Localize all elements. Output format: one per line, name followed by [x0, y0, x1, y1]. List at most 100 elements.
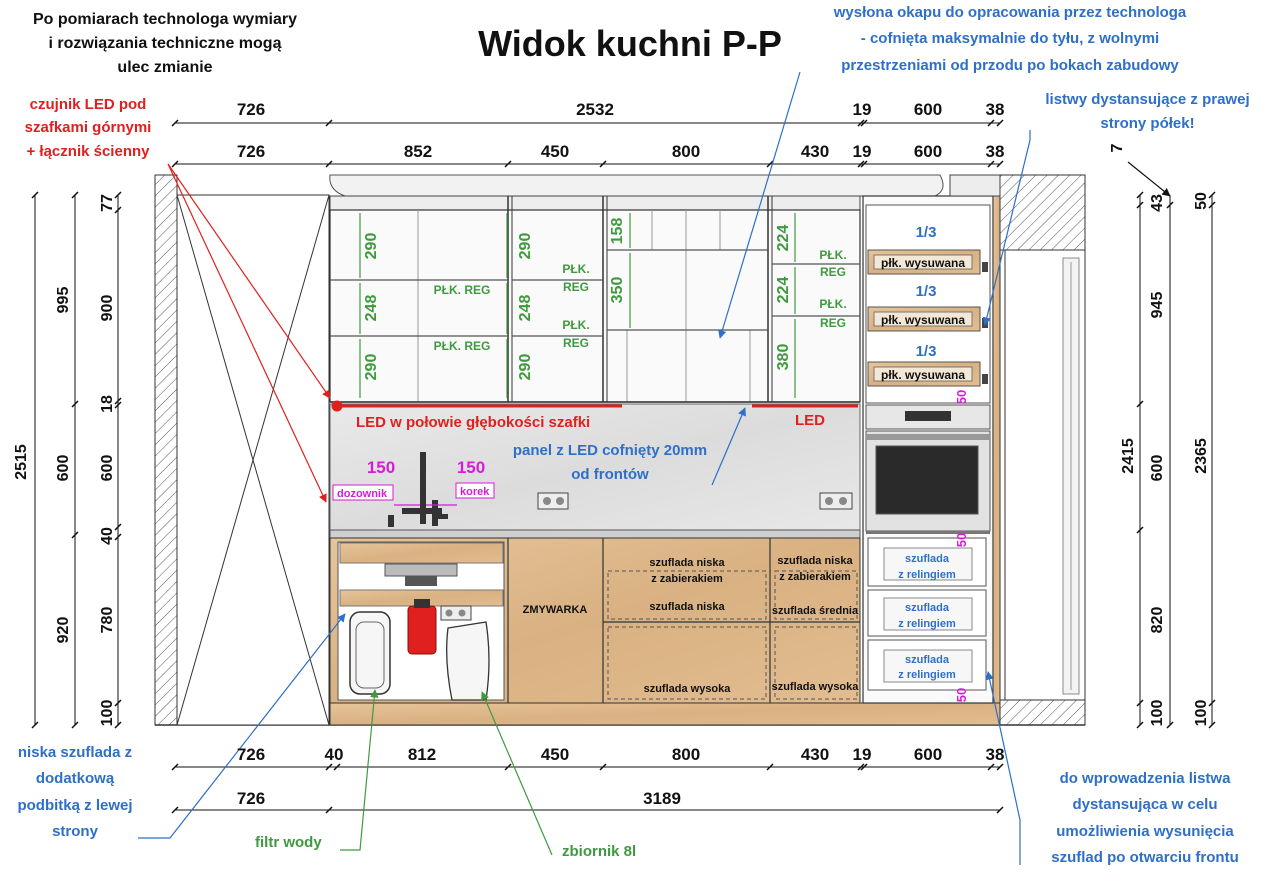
dim-top2-726: 726 — [237, 142, 265, 161]
water-filter — [349, 611, 391, 695]
dim-bot1-40: 40 — [325, 745, 344, 764]
dim-right-7: 7 — [1109, 143, 1126, 152]
dim-right-2415: 2415 — [1120, 438, 1137, 474]
rail-drawer-2a: szuflada — [905, 602, 950, 614]
led-panel-label-2: od frontów — [571, 466, 649, 483]
pull-out-shelves — [867, 249, 988, 387]
pull-shelf-label-3: płk. wysuwana — [881, 368, 965, 382]
magenta-dim-150b: 150 — [457, 458, 485, 477]
dim-top1-19: 19 — [853, 100, 872, 119]
dim-top2-19: 19 — [853, 142, 872, 161]
left-wall — [154, 174, 178, 726]
pull-shelf-label-2: płk. wysuwana — [881, 313, 965, 327]
low-drawer-line: niska szuflada z — [17, 744, 133, 761]
led-sensor-note: czujnik LED pod szafkami górnymi + łączn… — [8, 93, 168, 163]
hood-line: przestrzeniami od przodu po bokach zabud… — [841, 56, 1179, 74]
spacer-line: listwy dystansujące z prawej — [1045, 91, 1250, 108]
disposer — [407, 605, 437, 655]
shelf-label-3b: REG — [563, 280, 589, 294]
dim-right-100: 100 — [1149, 700, 1166, 727]
dim-bot1-812: 812 — [408, 745, 436, 764]
dim-right-43: 43 — [1149, 194, 1166, 212]
drawer-label-3: szuflada wysoka — [644, 683, 732, 695]
dim-left-18: 18 — [99, 395, 116, 413]
led-sensor-line: + łącznik ścienny — [26, 142, 150, 160]
third-label-2: 1/3 — [916, 283, 937, 300]
spacer-intro-line: dystansująca w celu — [1072, 796, 1218, 814]
dim-left-995: 995 — [55, 287, 72, 314]
dim-left-77: 77 — [99, 194, 116, 212]
faucet-icon — [388, 452, 448, 527]
dim-bot1-726: 726 — [237, 745, 265, 764]
dim-right-100b: 100 — [1193, 700, 1210, 727]
page-title: Widok kuchni P-P — [478, 23, 782, 64]
dim-left-40: 40 — [99, 527, 116, 545]
drawer-label-6: szuflada wysoka — [772, 681, 860, 693]
led-label: LED — [795, 412, 825, 429]
pull-shelf-label-1: płk. wysuwana — [881, 256, 965, 270]
spacer-intro-line: szuflad po otwarciu frontu — [1051, 848, 1239, 866]
dim-bot2-3189: 3189 — [643, 789, 681, 808]
shelf-label-5b: REG — [820, 265, 846, 279]
led-panel-label-1: panel z LED cofnięty 20mm — [513, 442, 707, 459]
shelf-h-5: 248 — [517, 295, 534, 322]
drawer-label-4a: szuflada niska — [777, 555, 853, 567]
dim-top1-2532: 2532 — [576, 100, 614, 119]
countertop — [329, 529, 861, 539]
disclaimer-line: Po pomiarach technologa wymiary — [32, 11, 298, 28]
dim-bot1-450: 450 — [541, 745, 569, 764]
dim-right-945: 945 — [1149, 292, 1166, 319]
rail-drawer-2b: z relingiem — [898, 618, 956, 630]
dim-left-780: 780 — [99, 607, 116, 634]
dim-right-50: 50 — [1193, 192, 1210, 210]
dim-top2-430: 430 — [801, 142, 829, 161]
dim-bot1-19: 19 — [853, 745, 872, 764]
shelf-label-4a: PŁK. — [562, 318, 589, 332]
shelf-label-5a: PŁK. — [819, 248, 846, 262]
hood-line: - cofnięta maksymalnie do tyłu, z wolnym… — [860, 30, 1160, 48]
dim-left-900: 900 — [99, 295, 116, 322]
shelf-h-3: 290 — [363, 354, 380, 381]
rail-drawers — [867, 537, 987, 691]
dim-bot2-726: 726 — [237, 789, 265, 808]
hood-line: wysłona okapu do opracowania przez techn… — [833, 4, 1187, 21]
dim-left-600a: 600 — [55, 455, 72, 482]
shelf-h-11: 380 — [775, 344, 792, 371]
dozownik-label: dozownik — [337, 488, 388, 500]
spacer-strips-note: listwy dystansujące z prawej strony półe… — [1035, 88, 1260, 136]
disclaimer-line: i rozwiązania techniczne mogą — [48, 35, 282, 52]
dim-right-820: 820 — [1149, 607, 1166, 634]
drawer-label-1a: szuflada niska — [649, 557, 725, 569]
dim-top1-38: 38 — [986, 100, 1005, 119]
dim-top1-600: 600 — [914, 100, 942, 119]
tank-note: zbiornik 8l — [562, 843, 637, 860]
dim-right-2365: 2365 — [1193, 438, 1210, 474]
drawer-label-5: szuflada średnia — [772, 605, 859, 617]
shelf-h-9: 224 — [775, 225, 792, 252]
korek-label: korek — [460, 486, 490, 498]
shelf-label-6b: REG — [820, 316, 846, 330]
shelf-label-4b: REG — [563, 336, 589, 350]
shelf-h-6: 290 — [517, 354, 534, 381]
low-drawer-note: niska szuflada z dodatkową podbitką z le… — [0, 740, 150, 845]
shelf-h-1: 290 — [363, 233, 380, 260]
dim-bot1-38: 38 — [986, 745, 1005, 764]
led-sensor-dot — [331, 400, 343, 412]
magenta-dim-50b: 50 — [954, 533, 969, 547]
shelf-label-6a: PŁK. — [819, 297, 846, 311]
drawer-label-4b: z zabierakiem — [779, 571, 851, 583]
spacer-intro-note: do wprowadzenia listwa dystansująca w ce… — [1030, 766, 1260, 871]
led-half-depth-label: LED w połowie głębokości szafki — [356, 414, 590, 431]
dim-bot1-800: 800 — [672, 745, 700, 764]
low-drawer-line: strony — [52, 822, 98, 840]
shelf-label-3a: PŁK. — [562, 262, 589, 276]
dim-top2-600: 600 — [914, 142, 942, 161]
led-sensor-line: czujnik LED pod — [29, 96, 147, 113]
magenta-dim-50c: 50 — [954, 688, 969, 702]
shelf-h-2: 248 — [363, 295, 380, 322]
shelf-h-4: 290 — [517, 233, 534, 260]
water-tank — [446, 621, 490, 701]
spacer-intro-line: do wprowadzenia listwa — [1059, 770, 1231, 787]
third-label-3: 1/3 — [916, 343, 937, 360]
rail-drawer-3b: z relingiem — [898, 669, 956, 681]
